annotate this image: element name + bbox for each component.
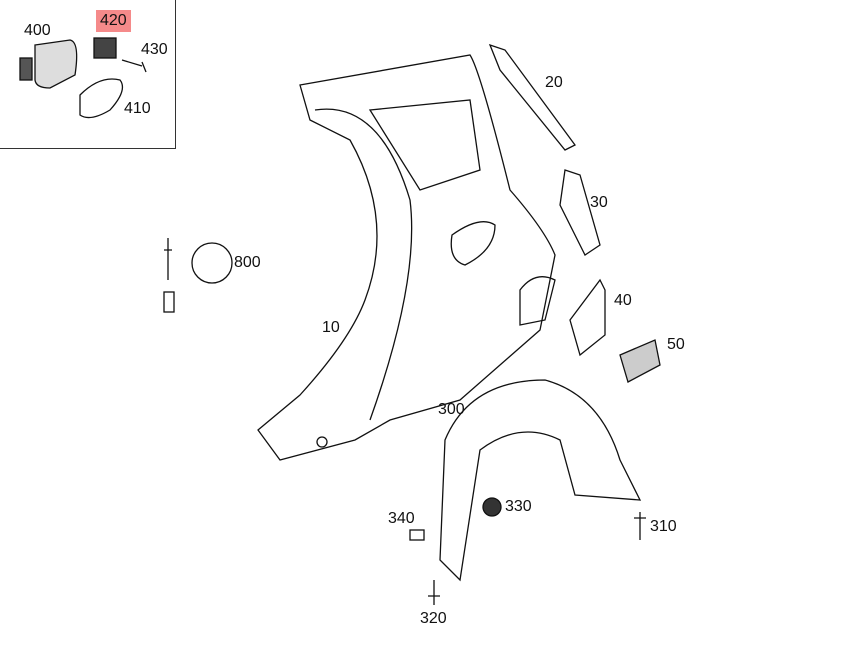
callout-410[interactable]: 410 bbox=[124, 100, 151, 117]
fastener-330[interactable] bbox=[482, 497, 502, 517]
screw-320[interactable] bbox=[428, 580, 440, 605]
wheel-arch-liner-300[interactable] bbox=[439, 379, 642, 582]
callout-320[interactable]: 320 bbox=[420, 610, 447, 627]
clip-340[interactable] bbox=[409, 529, 425, 541]
callout-400[interactable]: 400 bbox=[24, 22, 51, 39]
pin-430[interactable] bbox=[121, 59, 147, 73]
detail-inset-frame bbox=[0, 0, 176, 149]
callout-800[interactable]: 800 bbox=[234, 254, 261, 271]
callout-310[interactable]: 310 bbox=[650, 518, 677, 535]
callout-30[interactable]: 30 bbox=[590, 194, 608, 211]
callout-20[interactable]: 20 bbox=[545, 74, 563, 91]
seal-410[interactable] bbox=[79, 78, 124, 119]
side-wall-panel-10[interactable] bbox=[257, 54, 556, 461]
reinforcement-20[interactable] bbox=[488, 43, 576, 151]
callout-10[interactable]: 10 bbox=[322, 319, 340, 336]
clip-420[interactable] bbox=[93, 37, 117, 59]
fuel-flap-housing-400[interactable] bbox=[19, 39, 78, 89]
callout-430[interactable]: 430 bbox=[141, 41, 168, 58]
callout-340[interactable]: 340 bbox=[388, 510, 415, 527]
bracket-40[interactable] bbox=[569, 278, 606, 357]
callout-300[interactable]: 300 bbox=[438, 401, 465, 418]
screw-310[interactable] bbox=[634, 512, 646, 540]
bracket-30[interactable] bbox=[559, 169, 601, 256]
fuel-door-50[interactable] bbox=[619, 339, 661, 383]
callout-330[interactable]: 330 bbox=[505, 498, 532, 515]
callout-40[interactable]: 40 bbox=[614, 292, 632, 309]
bolt-800[interactable] bbox=[163, 238, 233, 313]
callout-420[interactable]: 420 bbox=[96, 10, 131, 32]
callout-50[interactable]: 50 bbox=[667, 336, 685, 353]
